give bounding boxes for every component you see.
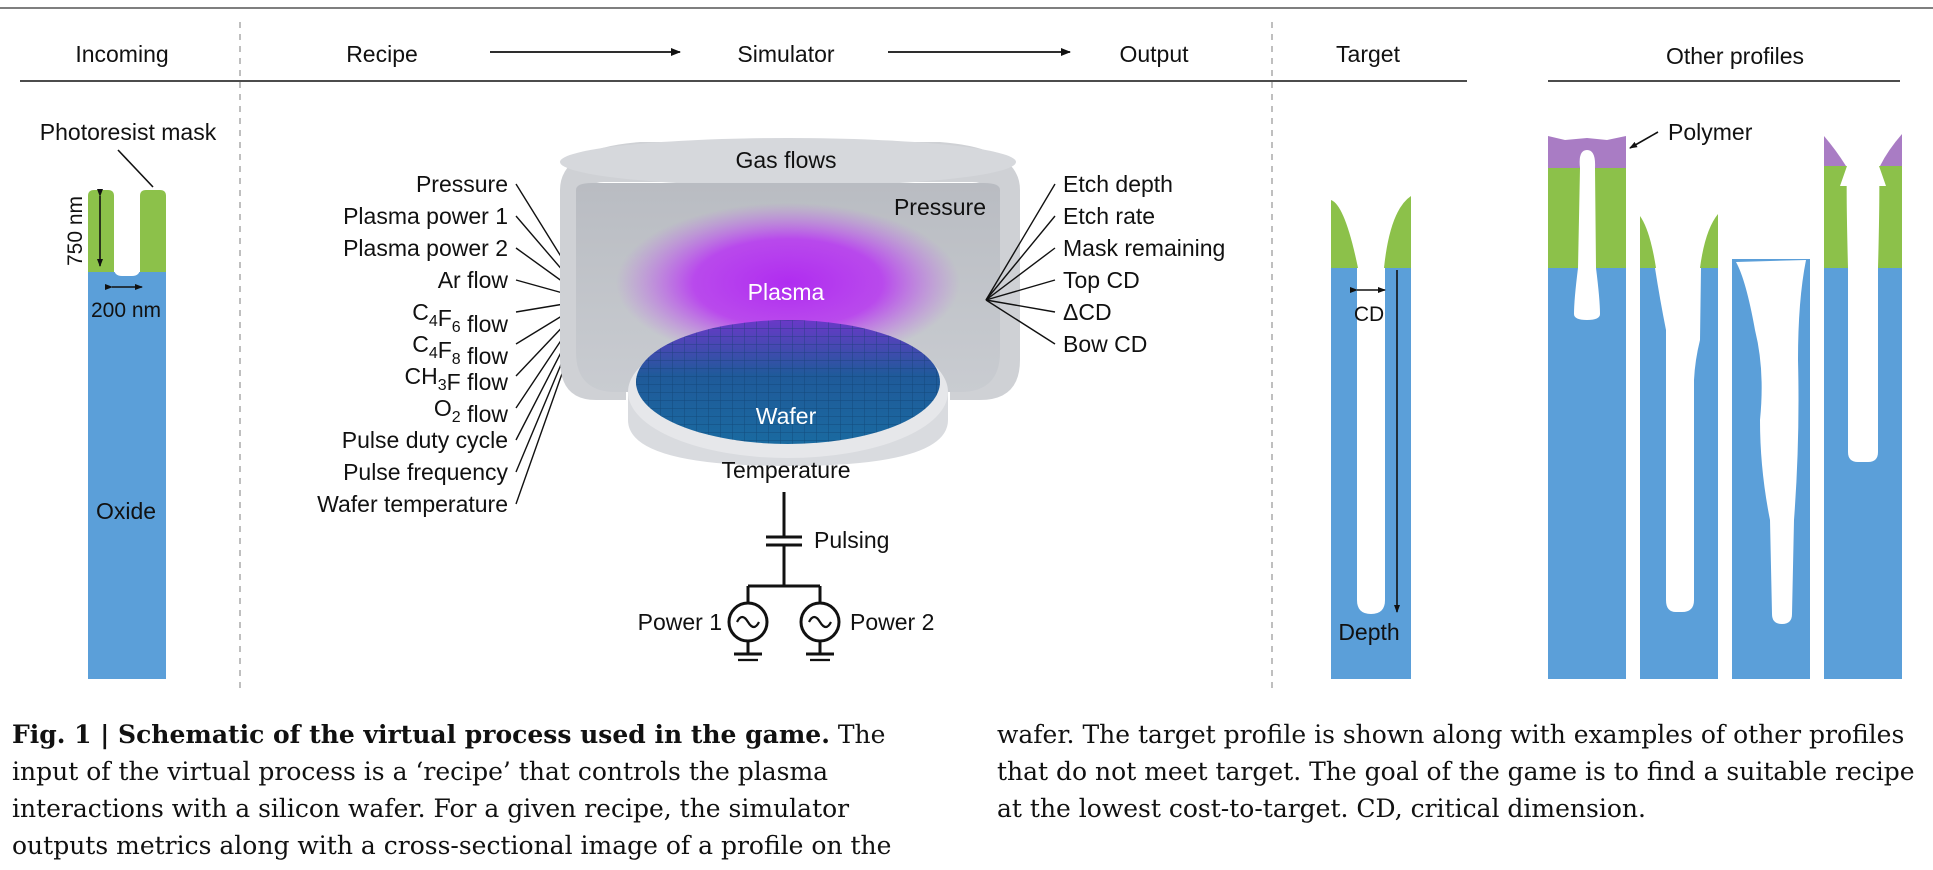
recipe-param-9: Pulse frequency [343, 459, 508, 485]
cd-label: CD [1354, 303, 1384, 326]
mask-left [88, 190, 114, 272]
other-2-trench [1655, 268, 1701, 612]
output-line-5 [985, 299, 1056, 345]
recipe-param-0: Pressure [416, 171, 508, 197]
power2-label: Power 2 [850, 609, 934, 635]
recipe-param-3: Ar flow [438, 267, 509, 293]
other-4-polymer-right [1880, 134, 1902, 166]
mask-opening [114, 250, 140, 276]
figure-caption: Fig. 1 | Schematic of the virtual proces… [12, 716, 1922, 864]
other-3-trench [1736, 260, 1806, 624]
mask-pointer [117, 149, 154, 188]
height-label: 750 nm [64, 196, 87, 266]
mask-right [140, 190, 166, 272]
target-trench [1357, 268, 1385, 614]
plasma-cloud [616, 203, 960, 363]
header-output: Output [1119, 41, 1189, 67]
target-mask-left [1331, 200, 1358, 268]
polymer-pointer [1629, 131, 1659, 149]
other-4-polymer-left [1824, 136, 1846, 166]
other-4-notch-right [1878, 166, 1886, 186]
output-line-4 [985, 299, 1056, 313]
power-circuit [727, 492, 841, 662]
temperature-label: Temperature [721, 457, 850, 483]
recipe-param-5: C4F8 flow [412, 331, 508, 369]
chamber-top [560, 138, 1016, 186]
wafer-die-grid [636, 320, 940, 444]
oxide-block [88, 272, 166, 679]
target-profile: CD Depth [1331, 196, 1411, 679]
header-incoming: Incoming [75, 41, 168, 67]
recipe-param-7: O2 flow [434, 395, 508, 427]
output-line-1 [985, 215, 1056, 301]
output-metric-4: ΔCD [1063, 299, 1112, 325]
recipe-param-8: Pulse duty cycle [342, 427, 508, 453]
other-2-mask-left [1640, 216, 1656, 268]
recipe-param-4: C4F6 flow [412, 299, 508, 337]
gas-flows-label: Gas flows [736, 147, 837, 173]
recipe-param-2: Plasma power 2 [343, 235, 508, 261]
pressure-label: Pressure [894, 194, 986, 220]
other-4-trench [1846, 166, 1880, 462]
wafer-label: Wafer [756, 403, 817, 429]
output-metric-5: Bow CD [1063, 331, 1147, 357]
plasma-label: Plasma [748, 279, 825, 305]
other-4-notch-left [1840, 166, 1848, 186]
header-other-profiles: Other profiles [1666, 43, 1804, 69]
target-mask-right [1384, 196, 1411, 268]
oxide-label: Oxide [96, 498, 156, 524]
mask-gap [114, 190, 140, 252]
other-2-mask-right [1700, 214, 1718, 268]
photoresist-mask-label: Photoresist mask [40, 119, 217, 145]
output-metric-1: Etch rate [1063, 203, 1155, 229]
output-line-2 [985, 247, 1056, 301]
recipe-param-10: Wafer temperature [317, 491, 508, 517]
output-connector-lines [985, 183, 1056, 345]
process-schematic: Incoming Recipe Simulator Output Target … [0, 7, 1933, 690]
recipe-param-6: CH3F flow [405, 363, 509, 395]
header-target: Target [1336, 41, 1401, 67]
width-label: 200 nm [91, 299, 161, 322]
recipe-param-1: Plasma power 1 [343, 203, 508, 229]
header-simulator: Simulator [737, 41, 834, 67]
incoming-profile: Photoresist mask 750 nm 200 nm Oxide [40, 119, 217, 679]
pulsing-label: Pulsing [814, 527, 889, 553]
output-metric-2: Mask remaining [1063, 235, 1225, 261]
polymer-label: Polymer [1668, 119, 1753, 145]
output-metric-3: Top CD [1063, 267, 1140, 293]
caption-text: The input of the virtual process is a ‘r… [12, 720, 1915, 860]
depth-label: Depth [1338, 619, 1399, 645]
header-recipe: Recipe [346, 41, 418, 67]
plasma-chamber: Gas flows Pressure Plasma Wafer Temperat… [560, 138, 1020, 483]
other-1-trench [1574, 150, 1600, 320]
caption-label: Fig. 1 | Schematic of the virtual proces… [12, 720, 830, 749]
output-metric-0: Etch depth [1063, 171, 1173, 197]
output-line-0 [985, 183, 1056, 301]
other-1-oxide [1548, 268, 1626, 679]
power1-label: Power 1 [638, 609, 722, 635]
other-profiles: Polymer [1548, 119, 1902, 679]
output-line-3 [985, 279, 1056, 301]
